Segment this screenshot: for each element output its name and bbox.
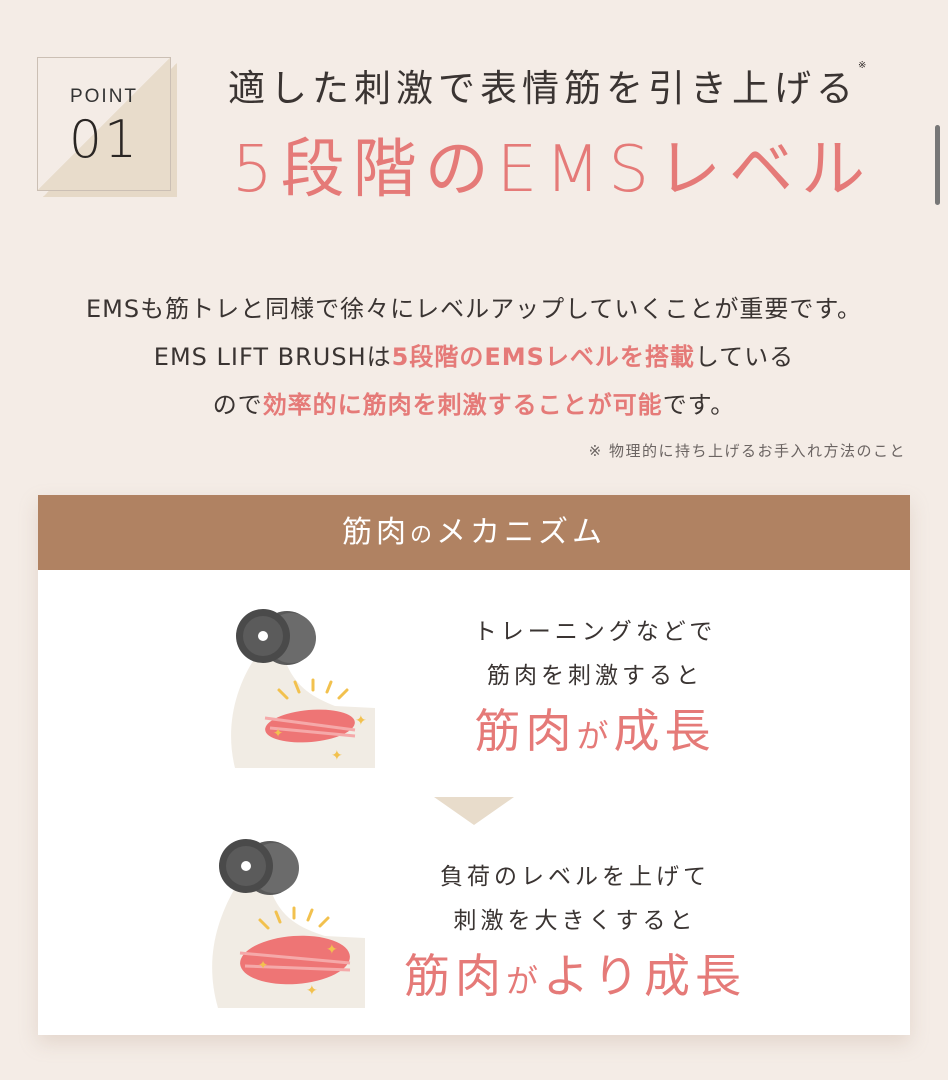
mechanism-card: 筋肉のメカニズム: [38, 495, 910, 1035]
point-badge: POINT 01: [37, 57, 171, 191]
highlight-ems-levels: 5段階のEMSレベルを搭載: [391, 343, 695, 371]
mechanism-card-header: 筋肉のメカニズム: [38, 495, 910, 570]
description-line-3: ので効率的に筋肉を刺激することが可能です。: [212, 391, 736, 419]
point-badge-triangle: [38, 58, 170, 190]
highlight-efficient: 効率的に筋肉を刺激することが可能: [262, 391, 663, 419]
step-2-text: 負荷のレベルを上げて 刺激を大きくすると 筋肉がより成長: [400, 855, 750, 1014]
step-1-result: 筋肉が成長: [474, 704, 716, 758]
muscle-dumbbell-large-icon: ✦ ✦ ✦: [212, 839, 365, 1008]
scrollbar[interactable]: [935, 125, 940, 205]
svg-text:✦: ✦: [331, 748, 343, 764]
svg-text:✦: ✦: [273, 726, 283, 740]
step-2-line-1: 負荷のレベルを上げて: [440, 864, 710, 890]
step-1-text: トレーニングなどで 筋肉を刺激すると 筋肉が成長: [440, 610, 750, 769]
headline-subtitle-text: 適した刺激で表情筋を引き上げる: [228, 67, 858, 110]
headline-title: 5段階のEMSレベル: [232, 133, 873, 207]
muscle-dumbbell-icon: ✦ ✦ ✦: [231, 609, 375, 768]
point-number: 01: [68, 110, 140, 170]
headline-subtitle: 適した刺激で表情筋を引き上げる※: [228, 58, 866, 112]
point-label: POINT: [69, 86, 139, 107]
step-1-line-2: 筋肉を刺激すると: [487, 663, 703, 689]
description-line-2: EMS LIFT BRUSHは5段階のEMSレベルを搭載している: [153, 343, 795, 371]
svg-text:✦: ✦: [258, 958, 268, 972]
description: EMSも筋トレと同様で徐々にレベルアップしていくことが重要です。 EMS LIF…: [0, 285, 948, 429]
svg-text:✦: ✦: [355, 713, 367, 729]
down-arrow-icon: [434, 797, 514, 825]
step-2-result: 筋肉がより成長: [403, 949, 747, 1003]
svg-text:✦: ✦: [326, 942, 338, 958]
footnote-mark: ※: [858, 60, 867, 71]
step-2-line-2: 刺激を大きくすると: [453, 908, 697, 934]
svg-text:✦: ✦: [306, 983, 318, 999]
step-1-line-1: トレーニングなどで: [473, 619, 717, 645]
footnote: ※ 物理的に持ち上げるお手入れ方法のこと: [588, 442, 906, 460]
description-line-1: EMSも筋トレと同様で徐々にレベルアップしていくことが重要です。: [86, 295, 862, 323]
